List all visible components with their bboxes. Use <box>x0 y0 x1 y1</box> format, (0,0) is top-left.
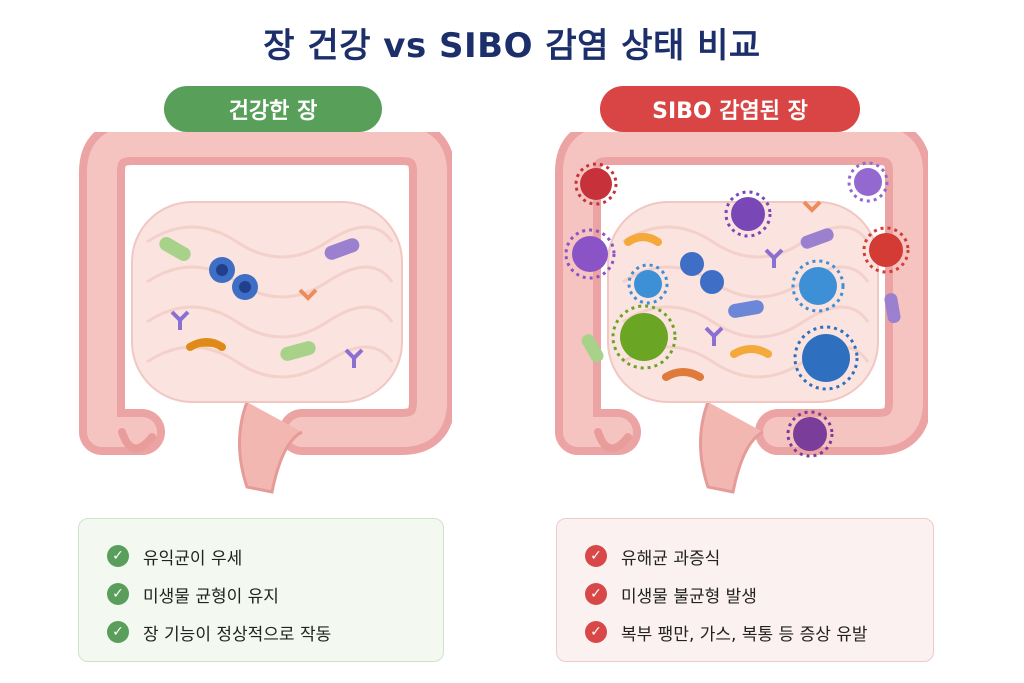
sibo-features-panel: ✓ 유해균 과증식 ✓ 미생물 불균형 발생 ✓ 복부 팽만, 가스, 복통 등… <box>556 518 934 662</box>
list-item: ✓ 미생물 균형이 유지 <box>107 575 443 613</box>
healthy-intestine-illustration <box>79 132 452 494</box>
list-item-label: 미생물 균형이 유지 <box>143 586 279 607</box>
healthy-gut-label: 건강한 장 <box>164 86 382 132</box>
virus-icon <box>564 161 910 458</box>
checkmark-icon: ✓ <box>107 621 129 643</box>
bacteria-icon <box>159 237 364 368</box>
list-item-label: 복부 팽만, 가스, 복통 등 증상 유발 <box>621 624 868 645</box>
list-item-label: 미생물 불균형 발생 <box>621 586 757 607</box>
list-item-label: 유해균 과증식 <box>621 548 721 569</box>
checkmark-icon: ✓ <box>107 545 129 567</box>
bacteria-icon <box>581 200 901 381</box>
list-item: ✓ 유익균이 우세 <box>107 537 443 575</box>
list-item: ✓ 장 기능이 정상적으로 작동 <box>107 613 443 651</box>
checkmark-icon: ✓ <box>585 583 607 605</box>
sibo-intestine-illustration <box>555 132 928 494</box>
sibo-gut-label: SIBO 감염된 장 <box>600 86 860 132</box>
checkmark-icon: ✓ <box>585 621 607 643</box>
list-item: ✓ 복부 팽만, 가스, 복통 등 증상 유발 <box>585 613 933 651</box>
list-item: ✓ 미생물 불균형 발생 <box>585 575 933 613</box>
checkmark-icon: ✓ <box>107 583 129 605</box>
page-title: 장 건강 vs SIBO 감염 상태 비교 <box>263 26 761 66</box>
list-item-label: 장 기능이 정상적으로 작동 <box>143 624 332 645</box>
list-item: ✓ 유해균 과증식 <box>585 537 933 575</box>
list-item-label: 유익균이 우세 <box>143 548 243 569</box>
healthy-features-panel: ✓ 유익균이 우세 ✓ 미생물 균형이 유지 ✓ 장 기능이 정상적으로 작동 <box>78 518 444 662</box>
checkmark-icon: ✓ <box>585 545 607 567</box>
